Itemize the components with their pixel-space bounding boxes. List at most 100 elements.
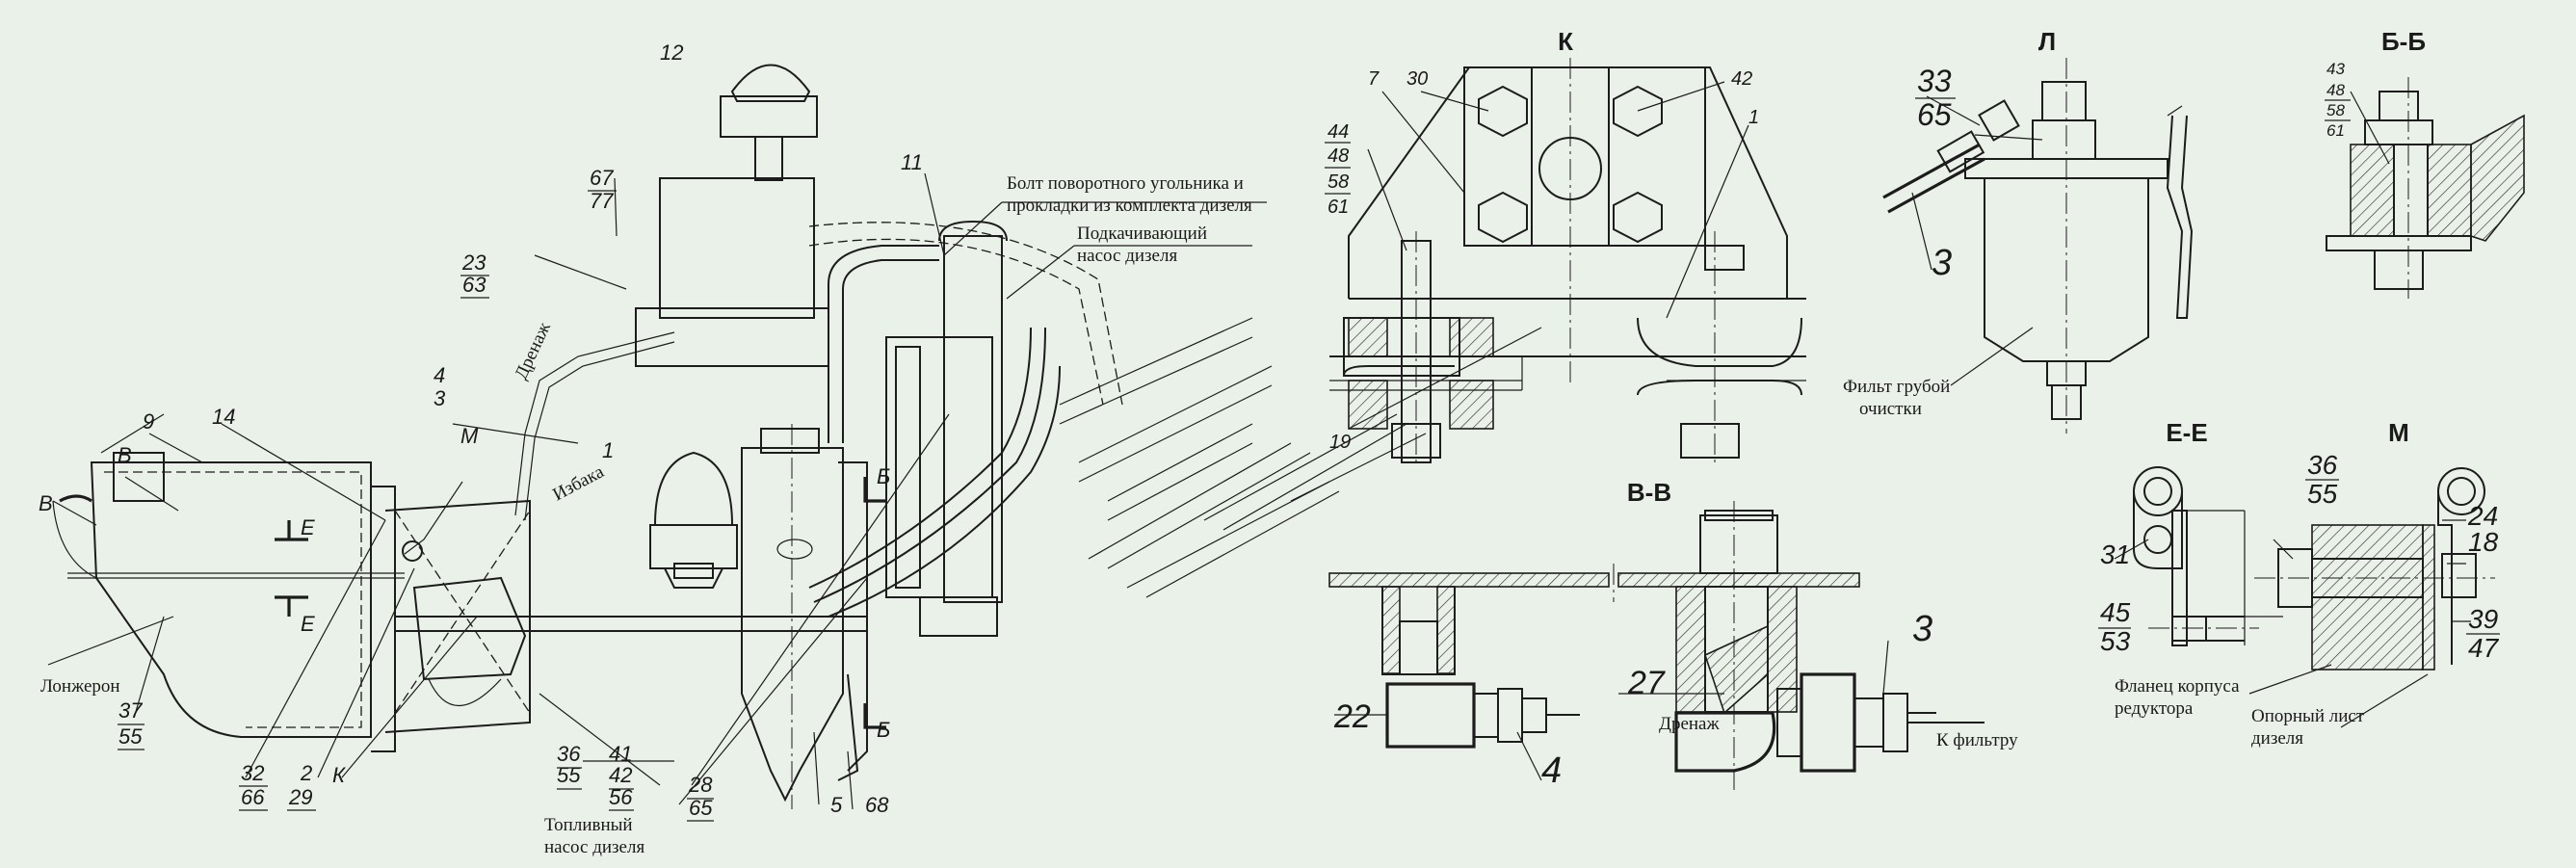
view-callouts: 7 30 42 1 44 48 58 61 19 43 48 58 61 bbox=[1327, 60, 2345, 453]
view-title-k: К bbox=[1558, 27, 1573, 56]
callout-12: 12 bbox=[660, 40, 683, 65]
callout-k-61: 61 bbox=[1327, 197, 1349, 218]
callout-m-47: 47 bbox=[2468, 633, 2500, 663]
callout-b-43: 43 bbox=[2326, 60, 2345, 78]
callout-v-3: 3 bbox=[1912, 609, 1932, 649]
callout-32: 32 bbox=[241, 761, 264, 785]
callout-67: 67 bbox=[590, 166, 614, 190]
callout-k-48: 48 bbox=[1327, 145, 1349, 167]
mark-b-1: Б bbox=[877, 464, 890, 488]
note-filter-1: Фильт грубой bbox=[1843, 377, 1950, 397]
mark-e-2: Е bbox=[301, 612, 315, 636]
mark-m: М bbox=[460, 424, 479, 448]
callout-55: 55 bbox=[118, 724, 143, 749]
booster-pump bbox=[828, 220, 1008, 637]
callout-l-65: 65 bbox=[1917, 97, 1952, 132]
main-callouts: 9 14 12 67 77 23 63 4 3 1 11 37 55 32 66… bbox=[118, 40, 923, 820]
callout-underlines bbox=[118, 190, 714, 822]
note-support-1: Опорный лист bbox=[2251, 706, 2365, 726]
callout-66: 66 bbox=[241, 785, 265, 809]
callout-m-24: 24 bbox=[2467, 501, 2498, 531]
note-fuel-pump-2: насос дизеля bbox=[544, 837, 644, 857]
note-pump-2: насос дизеля bbox=[1077, 246, 1177, 266]
callout-28: 28 bbox=[688, 773, 713, 797]
view-title-bb: Б-Б bbox=[2381, 27, 2426, 56]
note-drain-main: Дренаж bbox=[511, 319, 555, 382]
note-filter-2: очистки bbox=[1859, 399, 1922, 419]
view-e-e bbox=[2114, 466, 2259, 646]
callout-11: 11 bbox=[901, 150, 923, 174]
callout-v-27: 27 bbox=[1627, 665, 1666, 701]
callout-1: 1 bbox=[602, 438, 614, 462]
callout-65: 65 bbox=[689, 796, 713, 820]
callout-23: 23 bbox=[461, 250, 486, 275]
callout-v-22: 22 bbox=[1333, 698, 1371, 735]
callout-l-33: 33 bbox=[1917, 64, 1952, 98]
view-v-v bbox=[1328, 501, 1985, 790]
callout-m-55: 55 bbox=[2307, 479, 2338, 509]
callout-b-58: 58 bbox=[2326, 101, 2345, 119]
callout-4: 4 bbox=[434, 363, 445, 387]
callout-e-45: 45 bbox=[2100, 597, 2131, 627]
callout-k-30: 30 bbox=[1406, 68, 1428, 90]
callout-k-58: 58 bbox=[1327, 171, 1349, 193]
tank-bracket bbox=[371, 486, 531, 752]
callout-77: 77 bbox=[590, 189, 614, 213]
main-assembly bbox=[47, 64, 1427, 810]
note-bolt-2: прокладки из комплекта дизеля bbox=[1007, 196, 1252, 216]
callout-m-18: 18 bbox=[2468, 527, 2499, 557]
note-longeron: Лонжерон bbox=[40, 676, 120, 697]
callout-k-1: 1 bbox=[1748, 107, 1759, 128]
callout-5: 5 bbox=[830, 793, 843, 817]
callout-e-53: 53 bbox=[2100, 626, 2131, 656]
callout-3: 3 bbox=[434, 386, 446, 410]
callout-14: 14 bbox=[212, 405, 235, 429]
view-callout-underlines bbox=[1325, 99, 2351, 195]
note-drain-vv: Дренаж bbox=[1659, 714, 1720, 734]
view-l bbox=[1882, 58, 2194, 434]
view-m bbox=[2245, 467, 2495, 728]
callout-v-4: 4 bbox=[1541, 750, 1562, 791]
section-arrow-b2 bbox=[863, 703, 886, 729]
view-k bbox=[1329, 58, 1806, 463]
callout-k-42: 42 bbox=[1731, 68, 1752, 90]
callout-63: 63 bbox=[462, 273, 486, 297]
mark-e-1: Е bbox=[301, 515, 315, 539]
mark-k: К bbox=[332, 763, 346, 787]
callout-k-19: 19 bbox=[1329, 432, 1351, 453]
callout-l-3: 3 bbox=[1932, 243, 1952, 283]
callout-68: 68 bbox=[865, 793, 889, 817]
callout-m-36: 36 bbox=[2307, 450, 2338, 480]
callout-k-7: 7 bbox=[1368, 68, 1380, 90]
view-title-l: Л bbox=[2038, 27, 2056, 56]
note-support-2: дизеля bbox=[2251, 728, 2303, 749]
cup-filter bbox=[649, 451, 738, 589]
view-title-m: М bbox=[2388, 418, 2409, 447]
callout-2: 2 bbox=[300, 761, 312, 785]
callout-b-61: 61 bbox=[2326, 121, 2345, 140]
note-fuel-pump-1: Топливный bbox=[544, 815, 633, 835]
view-title-vv: В-В bbox=[1627, 478, 1671, 507]
callout-b-48: 48 bbox=[2326, 81, 2345, 99]
callout-m-39: 39 bbox=[2468, 604, 2498, 634]
fuel-lines bbox=[808, 327, 1061, 618]
large-callouts: 33 65 3 22 4 27 3 31 45 53 36 55 24 18 3… bbox=[1333, 64, 2500, 791]
main-leaders bbox=[47, 172, 1267, 810]
callout-k-44: 44 bbox=[1327, 121, 1349, 143]
callout-55b: 55 bbox=[557, 763, 581, 787]
note-to-filter: К фильтру bbox=[1936, 730, 2018, 750]
note-flange-1: Фланец корпуса bbox=[2115, 676, 2240, 697]
mark-b-2: Б bbox=[877, 718, 890, 742]
callout-41: 41 bbox=[609, 742, 632, 766]
callout-42: 42 bbox=[609, 763, 632, 787]
callout-e-31: 31 bbox=[2100, 539, 2130, 569]
view-b-b bbox=[2326, 77, 2525, 299]
note-flange-2: редуктора bbox=[2115, 698, 2194, 719]
section-arrow-e1 bbox=[275, 520, 308, 541]
section-arrow-b1 bbox=[863, 477, 886, 503]
note-bolt-1: Болт поворотного угольника и bbox=[1007, 173, 1244, 194]
phantom-lines bbox=[1059, 317, 1427, 598]
section-arrow-e2 bbox=[275, 595, 308, 617]
